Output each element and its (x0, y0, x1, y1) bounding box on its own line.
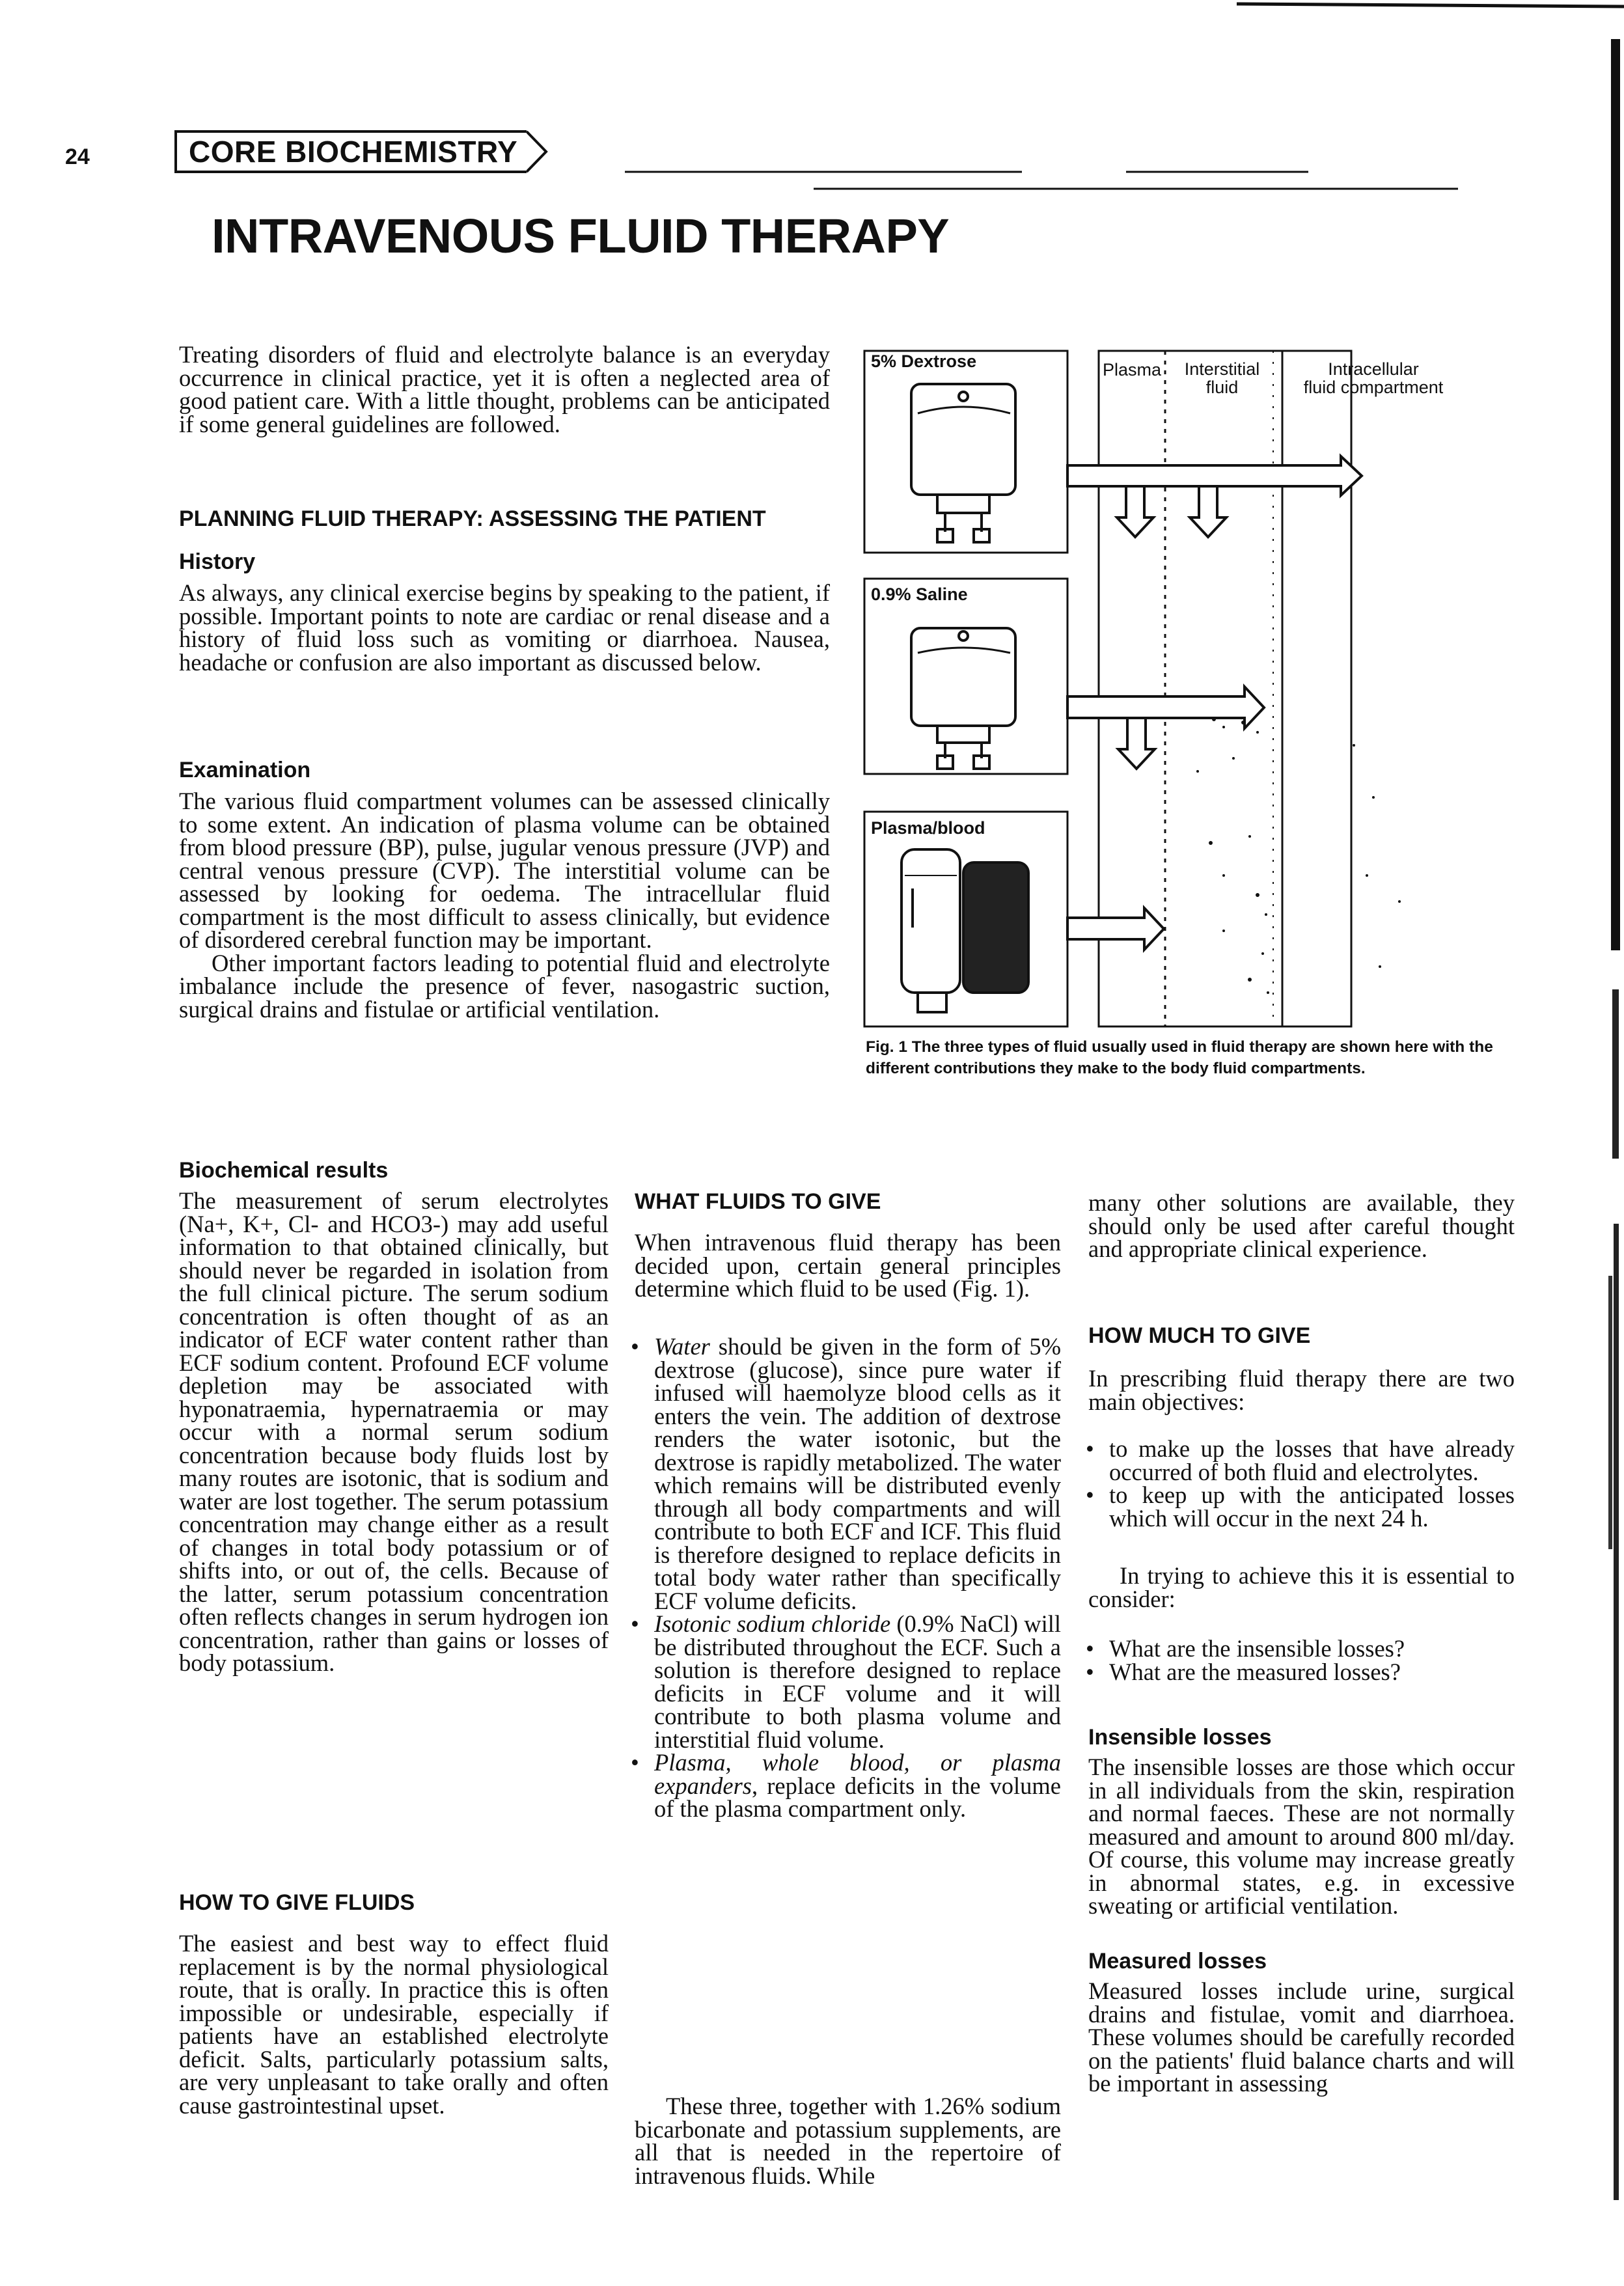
how-to-give-heading: HOW TO GIVE FLUIDS (179, 1890, 415, 1915)
saline-text: (0.9% NaCl) will be distributed througho… (654, 1610, 1061, 1753)
figure-caption: Fig. 1 The three types of fluid usually … (866, 1038, 1493, 1077)
col3-continuation: many other solutions are available, they… (1088, 1189, 1515, 1262)
saline-bag-icon (910, 627, 1017, 770)
saline-arrows (1066, 683, 1266, 771)
examination-text: The various fluid compartment volumes ca… (179, 788, 830, 1023)
other-factors-paragraph: Other important factors leading to poten… (179, 949, 830, 1023)
questions-list: What are the insensible losses? What are… (1083, 1637, 1515, 1683)
speckle-dots (1196, 717, 1401, 994)
label-saline: 0.9% Saline (871, 585, 968, 604)
biochemical-text: The measurement of serum electrolytes (N… (179, 1187, 609, 1676)
intro-paragraph: Treating disorders of fluid and electrol… (179, 341, 830, 437)
dextrose-bag-icon (910, 383, 1017, 544)
label-interstitial-line1: Interstitial (1184, 359, 1260, 379)
consider-text: In trying to achieve this it is essentia… (1088, 1562, 1515, 1612)
dextrose-arrows (1066, 453, 1364, 539)
planning-heading: PLANNING FLUID THERAPY: ASSESSING THE PA… (179, 506, 766, 531)
list-item-plasma: Plasma, whole blood, or plasma expanders… (628, 1749, 1061, 1822)
fluid-types-list: Water should be given in the form of 5% … (628, 1333, 1061, 1822)
how-much-heading: HOW MUCH TO GIVE (1088, 1323, 1311, 1348)
label-plasma-compartment: Plasma (1103, 360, 1162, 379)
objectives-list: to make up the losses that have already … (1083, 1437, 1515, 1530)
section-arrow-icon (527, 130, 548, 173)
objective-item: to make up the losses that have already … (1083, 1437, 1515, 1483)
examination-paragraph: The various fluid compartment volumes ca… (179, 788, 830, 953)
page-title: INTRAVENOUS FLUID THERAPY (212, 209, 950, 263)
water-term: Water (654, 1333, 710, 1360)
examination-heading: Examination (179, 758, 311, 782)
what-fluids-intro: When intravenous fluid therapy has been … (635, 1229, 1061, 1302)
plasma-term: Plasma, whole blood, or plasma expanders (654, 1749, 1061, 1799)
history-text: As always, any clinical exercise begins … (179, 579, 830, 676)
plasma-text: , replace deficits in the volume of the … (654, 1772, 1061, 1822)
section-label-text: CORE BIOCHEMISTRY (174, 130, 527, 173)
label-plasma-blood: Plasma/blood (871, 818, 985, 838)
top-border-rule (1237, 2, 1624, 8)
plasma-arrow (1066, 904, 1166, 954)
compartment-lines (1097, 350, 1353, 1028)
figure-1 (863, 350, 1401, 1028)
how-to-give-text: The easiest and best way to effect fluid… (179, 1930, 609, 2119)
plasma-bottle-icon (900, 848, 1030, 1013)
header-rules (625, 171, 1458, 190)
label-intracellular-line2: fluid compartment (1303, 378, 1444, 397)
section-label: CORE BIOCHEMISTRY (174, 130, 549, 173)
fluids-closing: These three, together with 1.26% sodium … (635, 2093, 1061, 2189)
label-intracellular-line1: Intracellular (1328, 359, 1419, 379)
label-intracellular: Intracellular fluid compartment (1286, 360, 1461, 396)
water-text: should be given in the form of 5% dextro… (654, 1333, 1061, 1614)
how-much-intro: In prescribing fluid therapy there are t… (1088, 1365, 1515, 1415)
history-heading: History (179, 549, 256, 574)
page-edge-shadow (1608, 39, 1620, 2200)
biochemical-heading: Biochemical results (179, 1158, 389, 1183)
saline-term: Isotonic sodium chloride (654, 1610, 891, 1637)
list-item-water: Water should be given in the form of 5% … (628, 1333, 1061, 1614)
question-item: What are the insensible losses? (1083, 1637, 1515, 1660)
measured-text: Measured losses include urine, surgical … (1088, 1977, 1515, 2097)
label-dextrose: 5% Dextrose (871, 351, 977, 371)
list-item-saline: Isotonic sodium chloride (0.9% NaCl) wil… (628, 1612, 1061, 1751)
insensible-heading: Insensible losses (1088, 1725, 1272, 1750)
objective-item: to keep up with the anticipated losses w… (1083, 1483, 1515, 1530)
what-fluids-heading: WHAT FLUIDS TO GIVE (635, 1189, 881, 1214)
insensible-text: The insensible losses are those which oc… (1088, 1754, 1515, 1919)
label-interstitial: Interstitial fluid (1168, 360, 1276, 396)
measured-heading: Measured losses (1088, 1949, 1267, 1974)
page-number: 24 (65, 145, 90, 169)
question-item: What are the measured losses? (1083, 1660, 1515, 1684)
label-interstitial-line2: fluid (1205, 378, 1239, 397)
